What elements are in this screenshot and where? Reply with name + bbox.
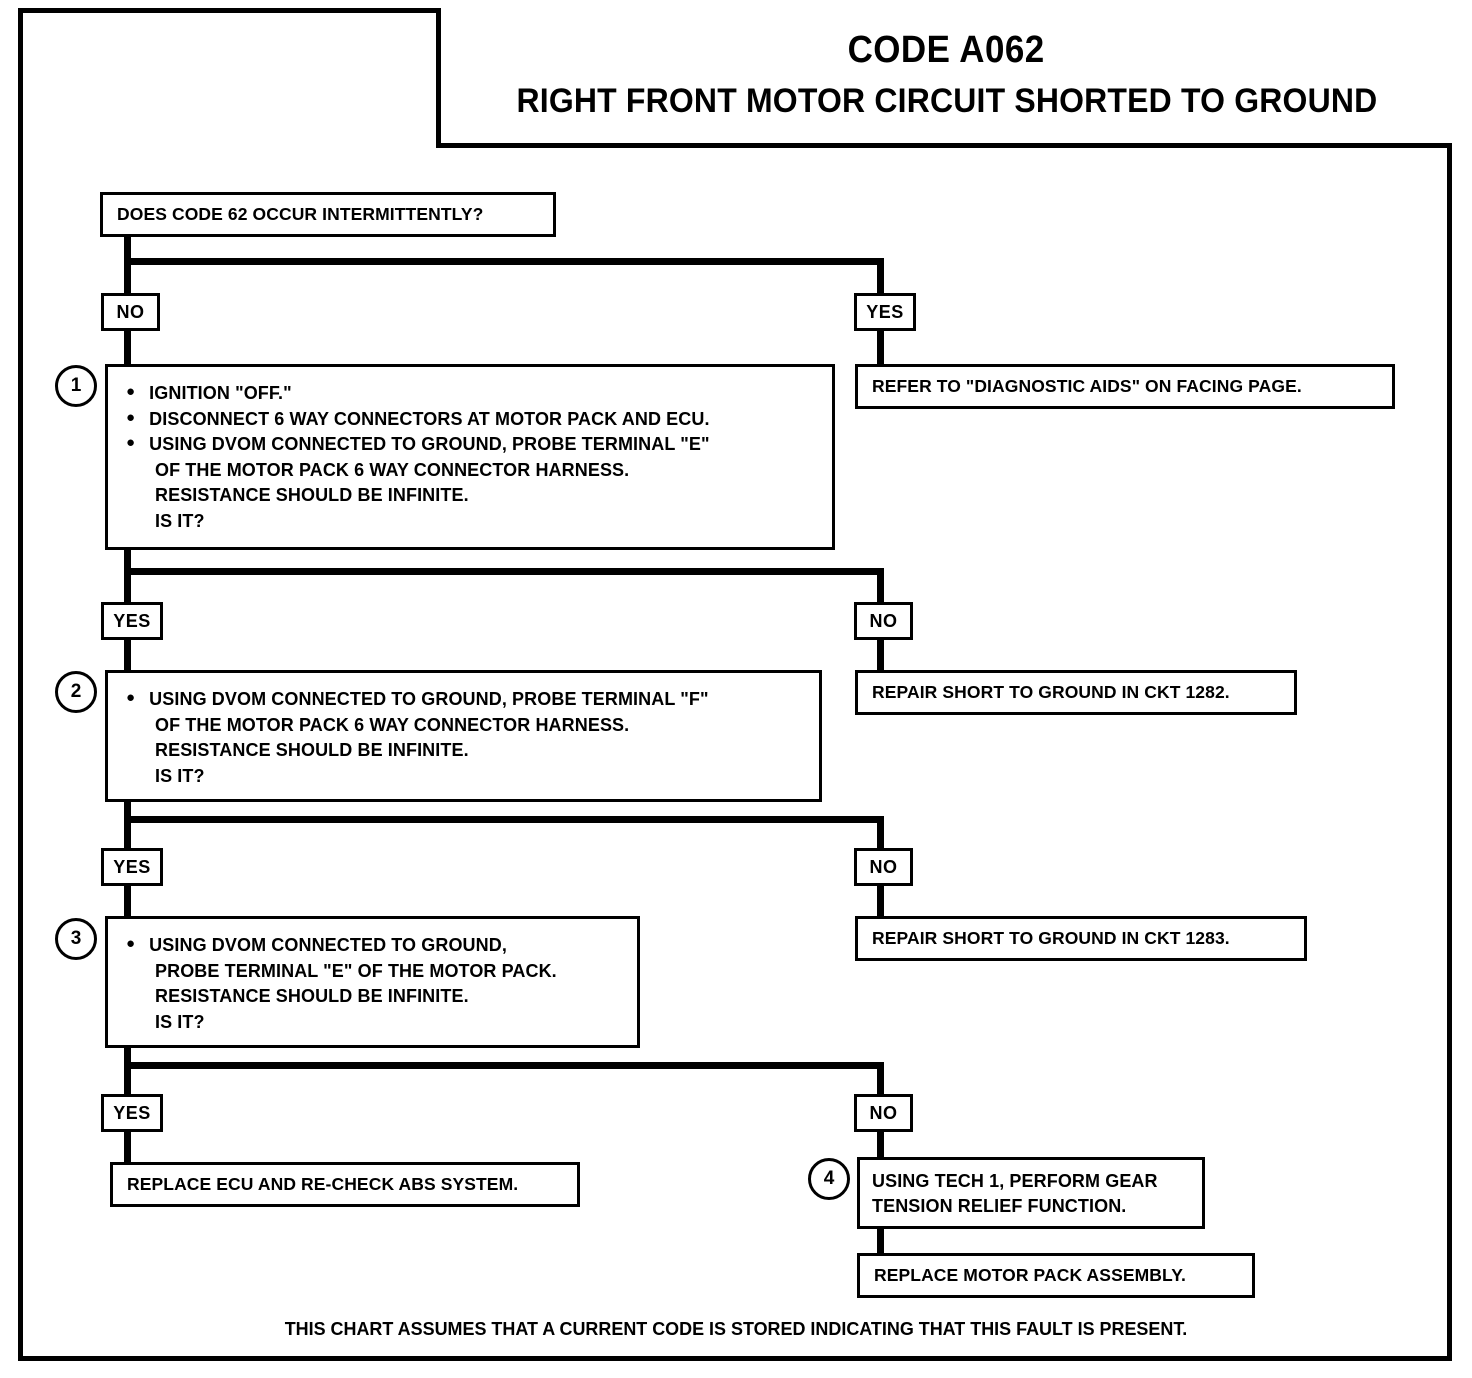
- step-number-circle-2: 2: [55, 671, 97, 713]
- branch-label-step2-yes: YES: [101, 848, 163, 886]
- action-box-label: REPAIR SHORT TO GROUND IN CKT 1283.: [872, 928, 1230, 948]
- branch-label-text: NO: [116, 301, 145, 322]
- connector-step3-branch-bar: [124, 1062, 884, 1069]
- question-box-code-62-intermittent: DOES CODE 62 OCCUR INTERMITTENTLY?: [100, 192, 556, 237]
- step1-bullet-1: ● IGNITION "OFF.": [126, 381, 822, 407]
- step-number-circle-3: 3: [55, 918, 97, 960]
- title-block: CODE A062 RIGHT FRONT MOTOR CIRCUIT SHOR…: [436, 8, 1452, 148]
- step2-bullet-1: ● USING DVOM CONNECTED TO GROUND, PROBE …: [126, 687, 809, 713]
- bullet-icon: ●: [126, 935, 136, 952]
- step3-bullet-1-text: USING DVOM CONNECTED TO GROUND,: [149, 935, 507, 955]
- step1-bullet-1-text: IGNITION "OFF.": [149, 383, 292, 403]
- branch-label-text: YES: [866, 301, 904, 322]
- step-box-1: ● IGNITION "OFF." ● DISCONNECT 6 WAY CON…: [105, 364, 835, 550]
- branch-label-q0-yes: YES: [854, 293, 916, 331]
- connector-step2-to-no: [877, 816, 884, 851]
- question-box-label: DOES CODE 62 OCCUR INTERMITTENTLY?: [117, 204, 484, 224]
- step-number-circle-4: 4: [808, 1158, 850, 1200]
- step3-bullet-1: ● USING DVOM CONNECTED TO GROUND,: [126, 933, 627, 959]
- step1-bullet-3-continued: OF THE MOTOR PACK 6 WAY CONNECTOR HARNES…: [155, 459, 630, 531]
- branch-label-text: NO: [869, 610, 898, 631]
- step-box-2: ● USING DVOM CONNECTED TO GROUND, PROBE …: [105, 670, 822, 802]
- bullet-icon: ●: [126, 408, 136, 426]
- connector-yes-to-step2: [124, 640, 131, 672]
- page-title-subtitle: RIGHT FRONT MOTOR CIRCUIT SHORTED TO GRO…: [516, 81, 1377, 120]
- branch-label-step2-no: NO: [854, 848, 913, 886]
- connector-step1-stem: [124, 550, 131, 576]
- connector-step3-to-yes: [124, 1062, 131, 1097]
- connector-q0-stem: [124, 237, 131, 263]
- branch-label-step3-no: NO: [854, 1094, 913, 1132]
- footer-note: THIS CHART ASSUMES THAT A CURRENT CODE I…: [284, 1318, 1188, 1339]
- branch-label-text: NO: [869, 856, 898, 877]
- bullet-icon: ●: [126, 383, 136, 400]
- step3-bullet-1-continued: PROBE TERMINAL "E" OF THE MOTOR PACK. RE…: [155, 960, 557, 1032]
- connector-no-to-repair-1282: [877, 640, 884, 672]
- branch-label-text: YES: [113, 1102, 151, 1123]
- connector-q0-branch-bar: [124, 258, 884, 265]
- branch-label-step1-no: NO: [854, 602, 913, 640]
- step-number-text: 2: [70, 681, 82, 702]
- action-box-label: REPAIR SHORT TO GROUND IN CKT 1282.: [872, 682, 1230, 702]
- connector-q0-to-no: [124, 258, 131, 295]
- connector-step2-to-yes: [124, 816, 131, 851]
- step2-bullet-1-continued: OF THE MOTOR PACK 6 WAY CONNECTOR HARNES…: [155, 714, 630, 786]
- branch-label-text: YES: [113, 856, 151, 877]
- branch-label-step3-yes: YES: [101, 1094, 163, 1132]
- branch-label-q0-no: NO: [101, 293, 160, 331]
- step1-bullet-2-text: DISCONNECT 6 WAY CONNECTORS AT MOTOR PAC…: [149, 408, 710, 429]
- action-box-repair-ckt-1282: REPAIR SHORT TO GROUND IN CKT 1282.: [855, 670, 1297, 715]
- connector-step2-branch-bar: [124, 816, 884, 823]
- step1-bullet-3-text: USING DVOM CONNECTED TO GROUND, PROBE TE…: [149, 434, 710, 455]
- step-number-text: 3: [70, 928, 82, 949]
- connector-step2-stem: [124, 802, 131, 824]
- step4-text: USING TECH 1, PERFORM GEAR TENSION RELIE…: [872, 1171, 1158, 1216]
- connector-yes-to-step3: [124, 886, 131, 918]
- connector-step3-to-no: [877, 1062, 884, 1097]
- connector-step1-to-yes: [124, 568, 131, 605]
- connector-yes-to-replace-ecu: [124, 1132, 131, 1164]
- action-box-label: REFER TO "DIAGNOSTIC AIDS" ON FACING PAG…: [872, 376, 1302, 396]
- action-box-replace-motor-pack: REPLACE MOTOR PACK ASSEMBLY.: [857, 1253, 1255, 1298]
- step-box-3: ● USING DVOM CONNECTED TO GROUND, PROBE …: [105, 916, 640, 1048]
- connector-no-to-step1: [124, 331, 131, 367]
- step-number-circle-1: 1: [55, 365, 97, 407]
- step1-bullet-3: ● USING DVOM CONNECTED TO GROUND, PROBE …: [126, 432, 822, 458]
- bullet-icon: ●: [126, 689, 136, 706]
- action-box-label: REPLACE ECU AND RE-CHECK ABS SYSTEM.: [127, 1174, 519, 1194]
- step-number-text: 1: [70, 375, 82, 396]
- connector-step1-to-no: [877, 568, 884, 605]
- connector-step1-branch-bar: [124, 568, 884, 575]
- connector-q0-to-yes: [877, 258, 884, 295]
- step2-bullet-1-text: USING DVOM CONNECTED TO GROUND, PROBE TE…: [149, 689, 709, 709]
- branch-label-text: NO: [869, 1102, 898, 1123]
- connector-no-to-step4: [877, 1132, 884, 1164]
- connector-step4-to-replace-motor-pack: [877, 1229, 884, 1256]
- page-title-code: CODE A062: [847, 29, 1046, 72]
- action-box-repair-ckt-1283: REPAIR SHORT TO GROUND IN CKT 1283.: [855, 916, 1307, 961]
- step-box-4: USING TECH 1, PERFORM GEAR TENSION RELIE…: [857, 1157, 1205, 1229]
- branch-label-step1-yes: YES: [101, 602, 163, 640]
- connector-yes-to-aids: [877, 331, 884, 367]
- action-box-label: REPLACE MOTOR PACK ASSEMBLY.: [874, 1265, 1187, 1285]
- action-box-replace-ecu: REPLACE ECU AND RE-CHECK ABS SYSTEM.: [110, 1162, 580, 1207]
- step-number-text: 4: [823, 1168, 835, 1189]
- connector-no-to-repair-1283: [877, 886, 884, 918]
- action-box-diagnostic-aids: REFER TO "DIAGNOSTIC AIDS" ON FACING PAG…: [855, 364, 1395, 409]
- branch-label-text: YES: [113, 610, 151, 631]
- step1-bullet-2: ● DISCONNECT 6 WAY CONNECTORS AT MOTOR P…: [126, 407, 822, 433]
- connector-step3-stem: [124, 1048, 131, 1070]
- bullet-icon: ●: [126, 434, 136, 452]
